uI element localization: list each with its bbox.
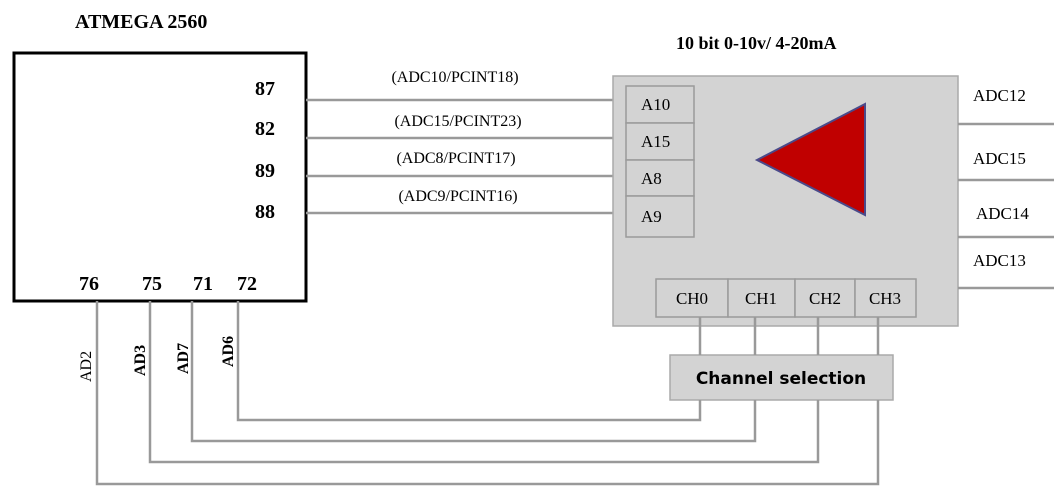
selection-wires: [95, 301, 880, 486]
module-title: 10 bit 0-10v/ 4-20mA: [676, 33, 837, 53]
channel-label-ch3: CH3: [869, 289, 901, 308]
output-label-adc15: ADC15: [973, 149, 1026, 168]
pin-72: 72: [237, 273, 257, 295]
channel-cell-ch2: [794, 278, 856, 318]
mcu-title: ATMEGA 2560: [75, 11, 207, 33]
signal-wires: [306, 98, 613, 215]
wire-ad2-ch3: [95, 301, 880, 486]
channel-label-ch2: CH2: [809, 289, 841, 308]
amplifier-triangle-icon: [754, 102, 866, 217]
bottom-label-ad3: AD3: [132, 345, 149, 376]
channel-label-ch0: CH0: [676, 289, 708, 308]
output-wires: [958, 122, 1054, 290]
signal-label-adc15: (ADC15/PCINT23): [394, 113, 521, 130]
channel-cell-ch1: [727, 278, 796, 318]
input-cell-a9: [625, 195, 695, 238]
input-cells: [625, 85, 695, 238]
pin-88: 88: [255, 201, 275, 223]
bottom-label-ad2: AD2: [78, 351, 95, 382]
wire-ad6-ch0: [236, 301, 702, 422]
bottom-label-ad7: AD7: [175, 343, 192, 374]
input-label-a15: A15: [641, 132, 670, 151]
wire-ad3-ch2: [148, 301, 820, 464]
channel-cell-ch0: [655, 278, 729, 318]
signal-label-adc9: (ADC9/PCINT16): [398, 188, 517, 205]
pin-82: 82: [255, 118, 275, 140]
pin-71: 71: [193, 273, 213, 295]
input-label-a10: A10: [641, 95, 670, 114]
wire-ad7-ch1: [190, 301, 757, 443]
channel-cell-ch3: [854, 278, 917, 318]
input-cell-a10: [625, 85, 695, 124]
channel-cells: [655, 278, 917, 318]
pin-75: 75: [142, 273, 162, 295]
output-label-adc13: ADC13: [973, 251, 1026, 270]
mcu-box: [12, 51, 308, 303]
signal-label-adc10: (ADC10/PCINT18): [391, 69, 518, 86]
output-label-adc12: ADC12: [973, 86, 1026, 105]
signal-label-adc8: (ADC8/PCINT17): [396, 150, 515, 167]
pin-89: 89: [255, 160, 275, 182]
input-cell-a8: [625, 159, 695, 197]
input-label-a8: A8: [641, 169, 662, 188]
channel-selection-box: [669, 354, 894, 401]
channel-selection-label: Channel selection: [696, 369, 866, 389]
channel-label-ch1: CH1: [745, 289, 777, 308]
bottom-label-ad6: AD6: [220, 336, 237, 367]
input-label-a9: A9: [641, 207, 662, 226]
pin-76: 76: [79, 273, 99, 295]
pin-87: 87: [255, 78, 275, 100]
output-label-adc14: ADC14: [976, 204, 1029, 223]
